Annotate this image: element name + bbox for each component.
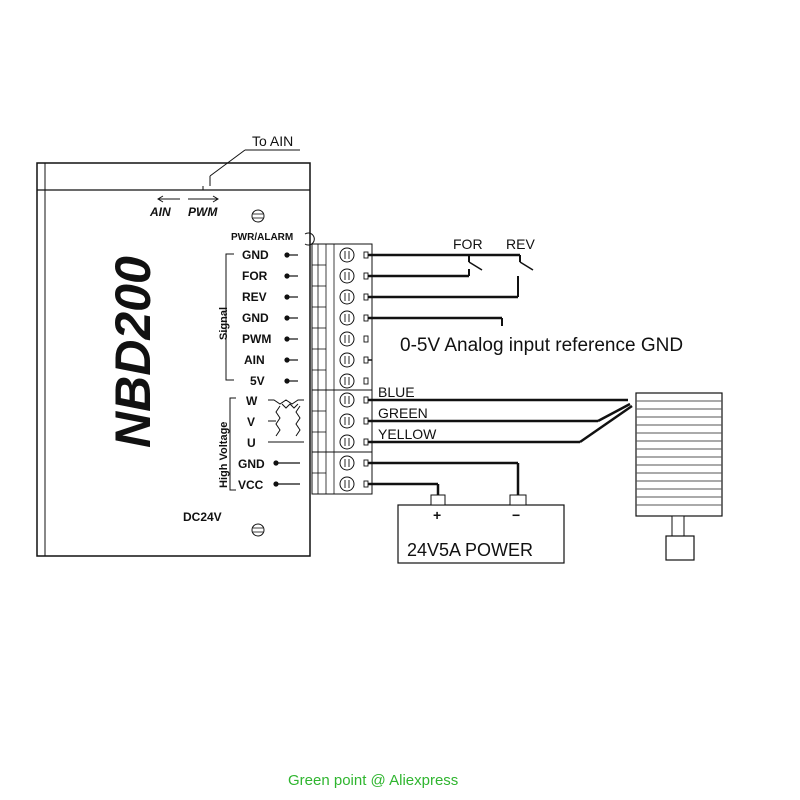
pin-label-gnd: GND: [242, 311, 269, 325]
pwr-alarm-label: PWR/ALARM: [231, 232, 293, 243]
pin-label-v: V: [247, 415, 255, 429]
screw-icon: [251, 523, 265, 537]
high-voltage-group-label: High Voltage: [218, 422, 230, 488]
driver-model-title: NBD200: [105, 256, 161, 448]
pin-label-gnd: GND: [242, 248, 269, 262]
motor-winding-icon: [268, 399, 304, 443]
driver-housing: [36, 162, 311, 557]
wire-green-label: GREEN: [378, 405, 428, 421]
pin-label-for: FOR: [242, 269, 268, 283]
psu-minus-label: −: [512, 507, 520, 523]
signal-group-bracket: Signal: [218, 253, 234, 381]
ain-pwm-arrows: AIN PWM: [149, 195, 219, 219]
pin-label-rev: REV: [242, 290, 267, 304]
high-voltage-group-bracket: High Voltage: [218, 397, 236, 491]
switch-wiring: [368, 253, 534, 361]
wire-blue-label: BLUE: [378, 384, 415, 400]
supply-label: DC24V: [183, 510, 222, 524]
power-pins: GND VCC: [238, 457, 300, 492]
pin-label-gnd: GND: [238, 457, 265, 471]
motor-pins: W V U: [246, 394, 304, 450]
psu-plus-label: +: [433, 507, 441, 523]
motor-wiring: [368, 398, 633, 444]
pin-label-5v: 5V: [250, 374, 265, 388]
pin-label-ain: AIN: [244, 353, 265, 367]
to-ain-label: To AIN: [252, 133, 293, 149]
signal-pins: GND FOR REV GND PWM AIN 5V: [242, 248, 298, 388]
analog-note: 0-5V Analog input reference GND: [400, 335, 683, 356]
motor-icon: [635, 392, 723, 561]
switch-for-label: FOR: [453, 236, 483, 252]
pin-label-pwm: PWM: [242, 332, 271, 346]
pin-label-vcc: VCC: [238, 478, 264, 492]
pin-label-w: W: [246, 394, 258, 408]
pin-label-u: U: [247, 436, 256, 450]
power-wiring: [368, 461, 520, 497]
ain-arrow-label: AIN: [149, 205, 171, 219]
watermark: Green point @ Aliexpress: [288, 772, 458, 789]
terminal-block: [311, 243, 373, 495]
switch-rev-label: REV: [506, 236, 535, 252]
screw-icon: [251, 209, 265, 223]
to-ain-callout: To AIN: [209, 133, 300, 186]
signal-group-label: Signal: [218, 307, 230, 340]
wire-yellow-label: YELLOW: [378, 426, 437, 442]
power-supply: + − 24V5A POWER: [397, 494, 565, 564]
psu-label: 24V5A POWER: [407, 540, 533, 560]
led-icon: [304, 232, 315, 246]
pwm-arrow-label: PWM: [188, 205, 218, 219]
